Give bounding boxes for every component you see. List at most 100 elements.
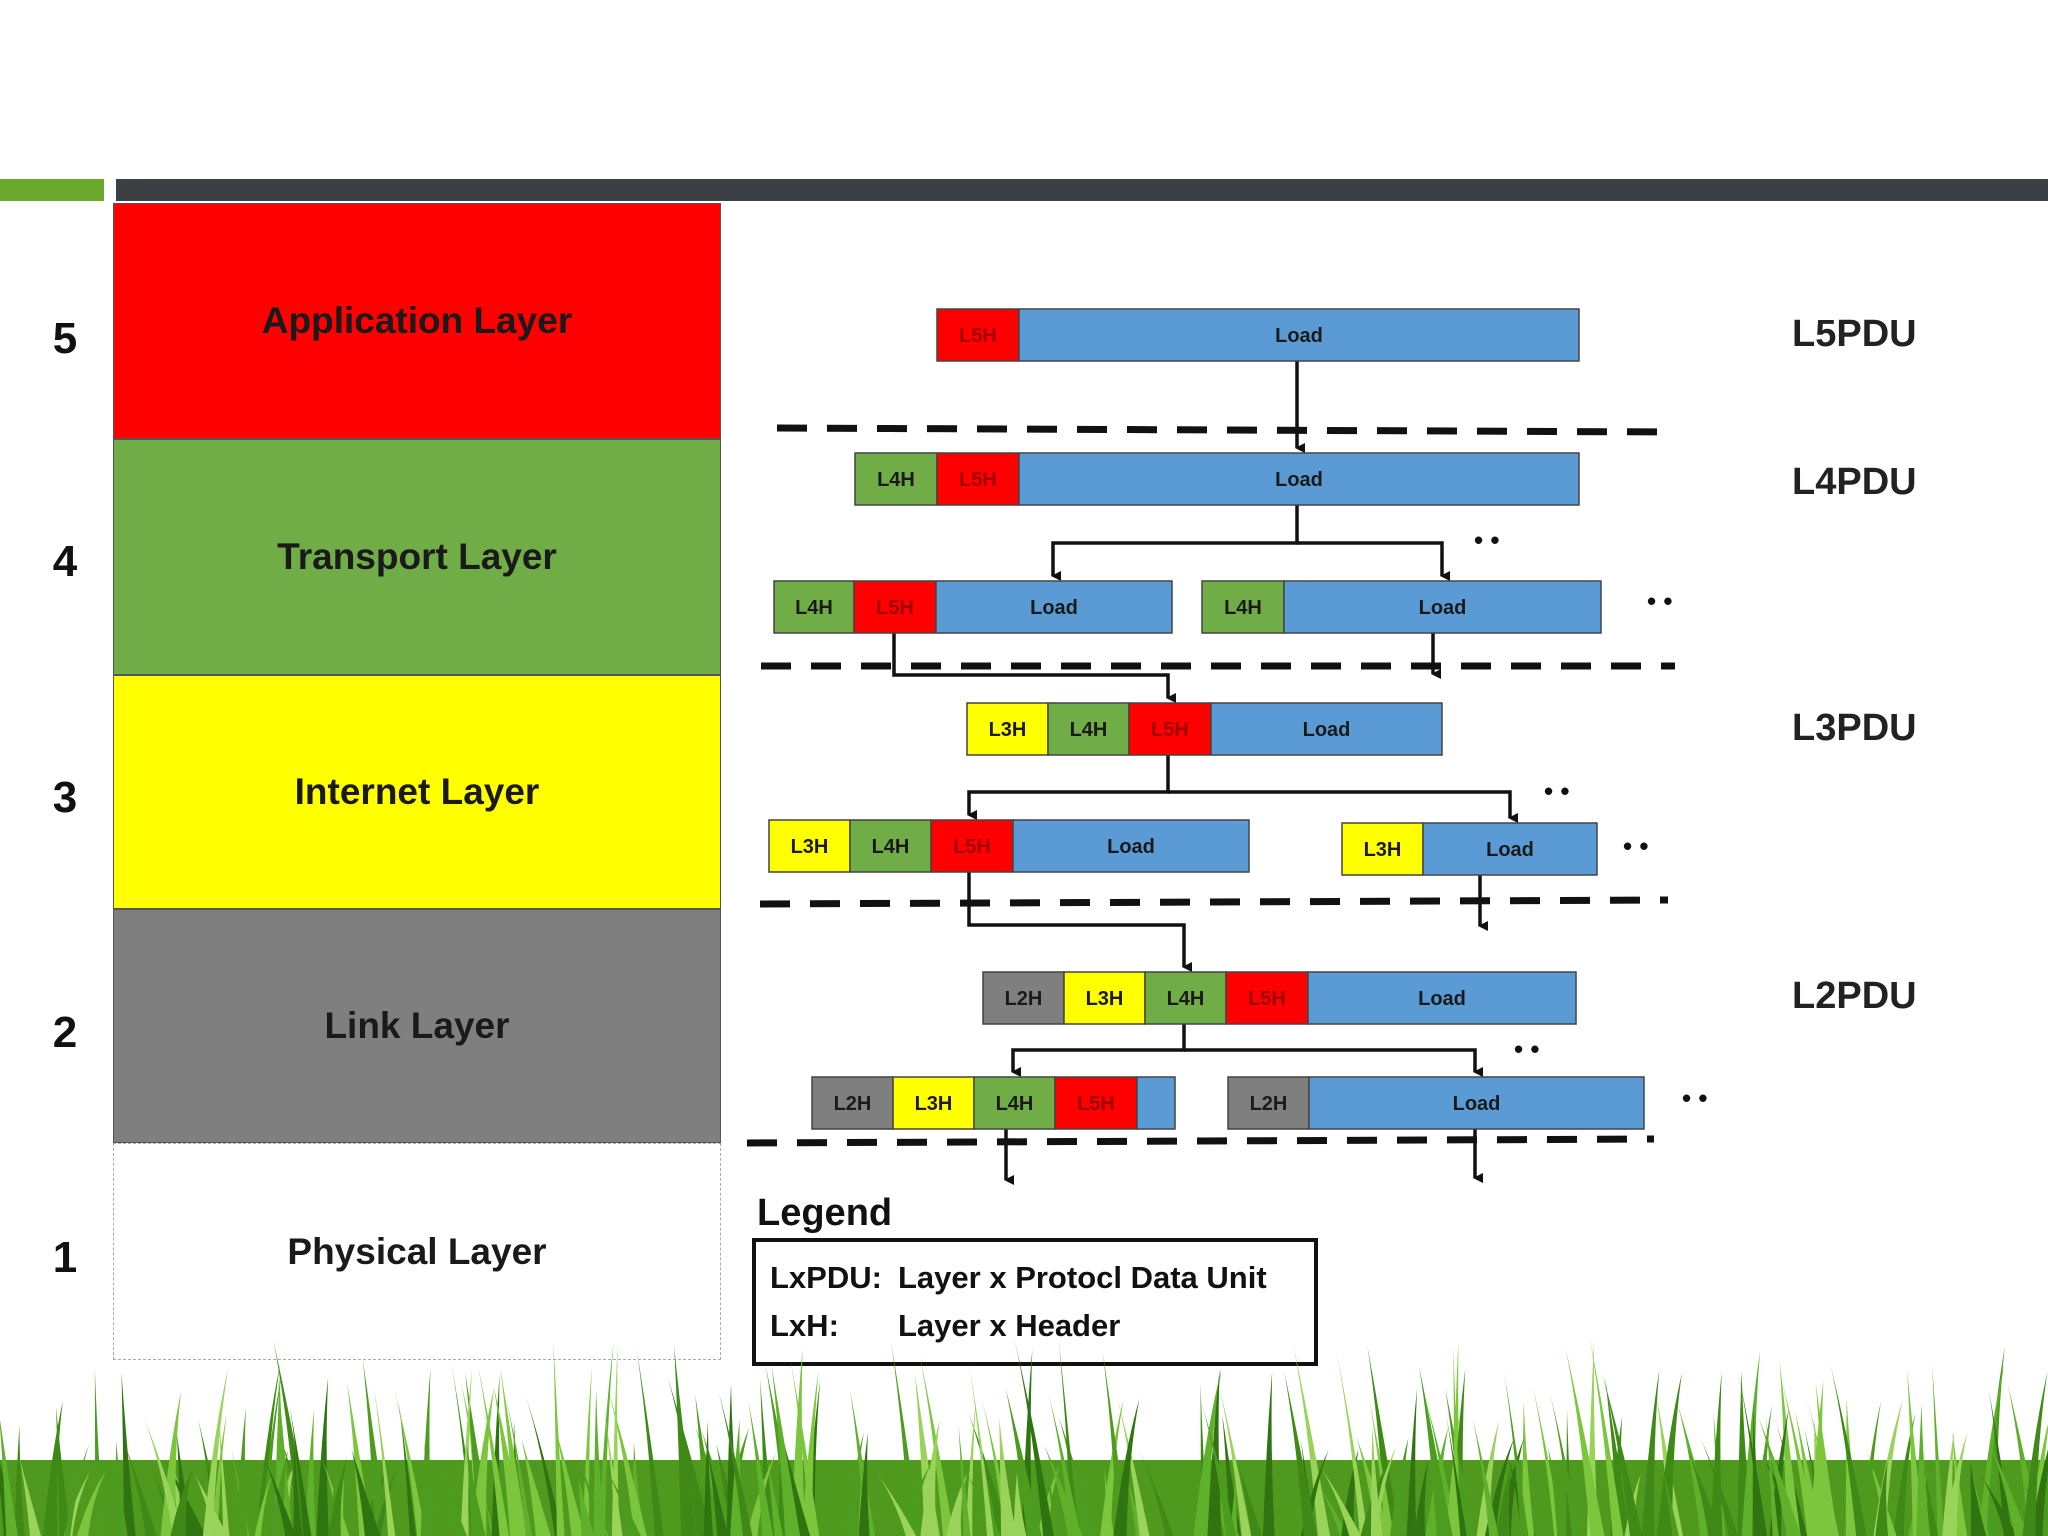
grass-blade [116,1440,128,1536]
grass-blade [1369,1399,1394,1536]
grass-blade [1367,1345,1400,1536]
grass-blade [170,1467,194,1536]
grass-blade [1988,1388,2013,1536]
grass-blade [703,1420,714,1536]
layer-label: Application Layer [261,300,573,341]
pdu-label: L5PDU [1792,313,1917,355]
legend-key: LxH: [770,1308,839,1343]
continuation-dots: • • [1544,776,1569,806]
grass-blade [373,1385,396,1536]
accent-bar [0,179,104,201]
grass-blade [967,1411,1010,1536]
grass-decoration [0,1340,2048,1536]
layer-label: Link Layer [324,1005,510,1046]
grass-blade [1978,1364,2005,1536]
grass-blade [304,1409,316,1536]
grass-blade [124,1444,157,1536]
grass-blade [1370,1426,1383,1536]
grass-blade [1641,1369,1660,1536]
grass-blade [236,1407,248,1536]
header-segment [773,580,855,634]
pdu-label: L2PDU [1792,975,1917,1017]
header-label: L4H [996,1093,1034,1115]
pdu-label: L3PDU [1792,707,1917,749]
grass-blade [1390,1437,1409,1536]
grass-blade [1414,1459,1429,1536]
grass-blade [920,1420,940,1536]
layer-label: Internet Layer [294,771,540,812]
grass-blade [891,1342,920,1536]
grass-blade [394,1389,427,1536]
grass-blade [1419,1366,1453,1536]
grass-blade [504,1389,532,1536]
grass-blade [398,1402,417,1536]
payload-segment [1283,580,1602,634]
header-label: L4H [877,469,915,491]
header-label: L5H [876,597,914,619]
grass-blade [999,1418,1017,1536]
payload-segment [1018,308,1580,362]
connector-arrow [967,755,1170,820]
grass-blade [351,1449,381,1536]
grass-blade [1922,1463,1939,1536]
grass-blade [256,1364,280,1536]
grass-blade [1752,1402,1761,1536]
header-label: L5H [959,469,997,491]
header-segment [1054,1076,1138,1130]
grass-blade [1218,1383,1252,1536]
grass-blade [160,1391,182,1536]
grass-blade [1453,1346,1462,1536]
continuation-dots: • • [1647,586,1672,616]
grass-blade [1005,1387,1042,1536]
grass-blade [603,1407,623,1536]
header-label: L5H [1077,1093,1115,1115]
grass-blade [968,1361,994,1536]
payload-label: Load [1453,1093,1501,1115]
grass-blade [424,1441,438,1536]
grass-blade [1845,1398,1860,1536]
grass-blade [19,1457,41,1536]
layer-link: Link Layer [113,909,721,1143]
grass-blade [604,1466,641,1536]
grass-blade [1830,1363,1867,1536]
continuation-dots: • • [1623,831,1648,861]
grass-blade [1100,1399,1124,1536]
grass-blade [254,1473,273,1536]
grass-blade [766,1455,784,1536]
connector-arrow [967,872,1192,972]
layer-label: Physical Layer [287,1230,547,1272]
payload-segment [1422,822,1598,876]
payload-segment [1210,702,1443,756]
grass-blade [1893,1413,1916,1536]
grass-blade [1932,1363,1945,1536]
grass-blade [748,1401,774,1536]
grass-blade [1566,1409,1574,1536]
header-segment [811,1076,894,1130]
grass-blade [2022,1371,2048,1536]
grass-blade [674,1345,697,1536]
grass-blade [211,1412,227,1536]
grass-blade [1446,1413,1460,1536]
grass-blade [1549,1392,1581,1536]
grass-blade [1602,1373,1643,1536]
grass-blade [1476,1420,1500,1536]
payload-label: Load [1275,325,1323,347]
payload-label: Load [1486,839,1534,861]
layer-separator [746,1135,1655,1147]
legend-value: Layer x Header [898,1308,1121,1343]
header-label: L2H [1250,1093,1288,1115]
continuation-dots: • • [1514,1034,1539,1064]
grass-blade [1113,1398,1140,1536]
header-label: L4H [795,597,833,619]
header-label: L5H [953,836,991,858]
grass-blade [1522,1402,1535,1536]
grass-blade [1293,1344,1331,1536]
grass-blade [1262,1371,1275,1536]
connector-arrow [1184,1048,1483,1077]
grass-blade [218,1409,230,1536]
grass-blade [1406,1388,1418,1536]
